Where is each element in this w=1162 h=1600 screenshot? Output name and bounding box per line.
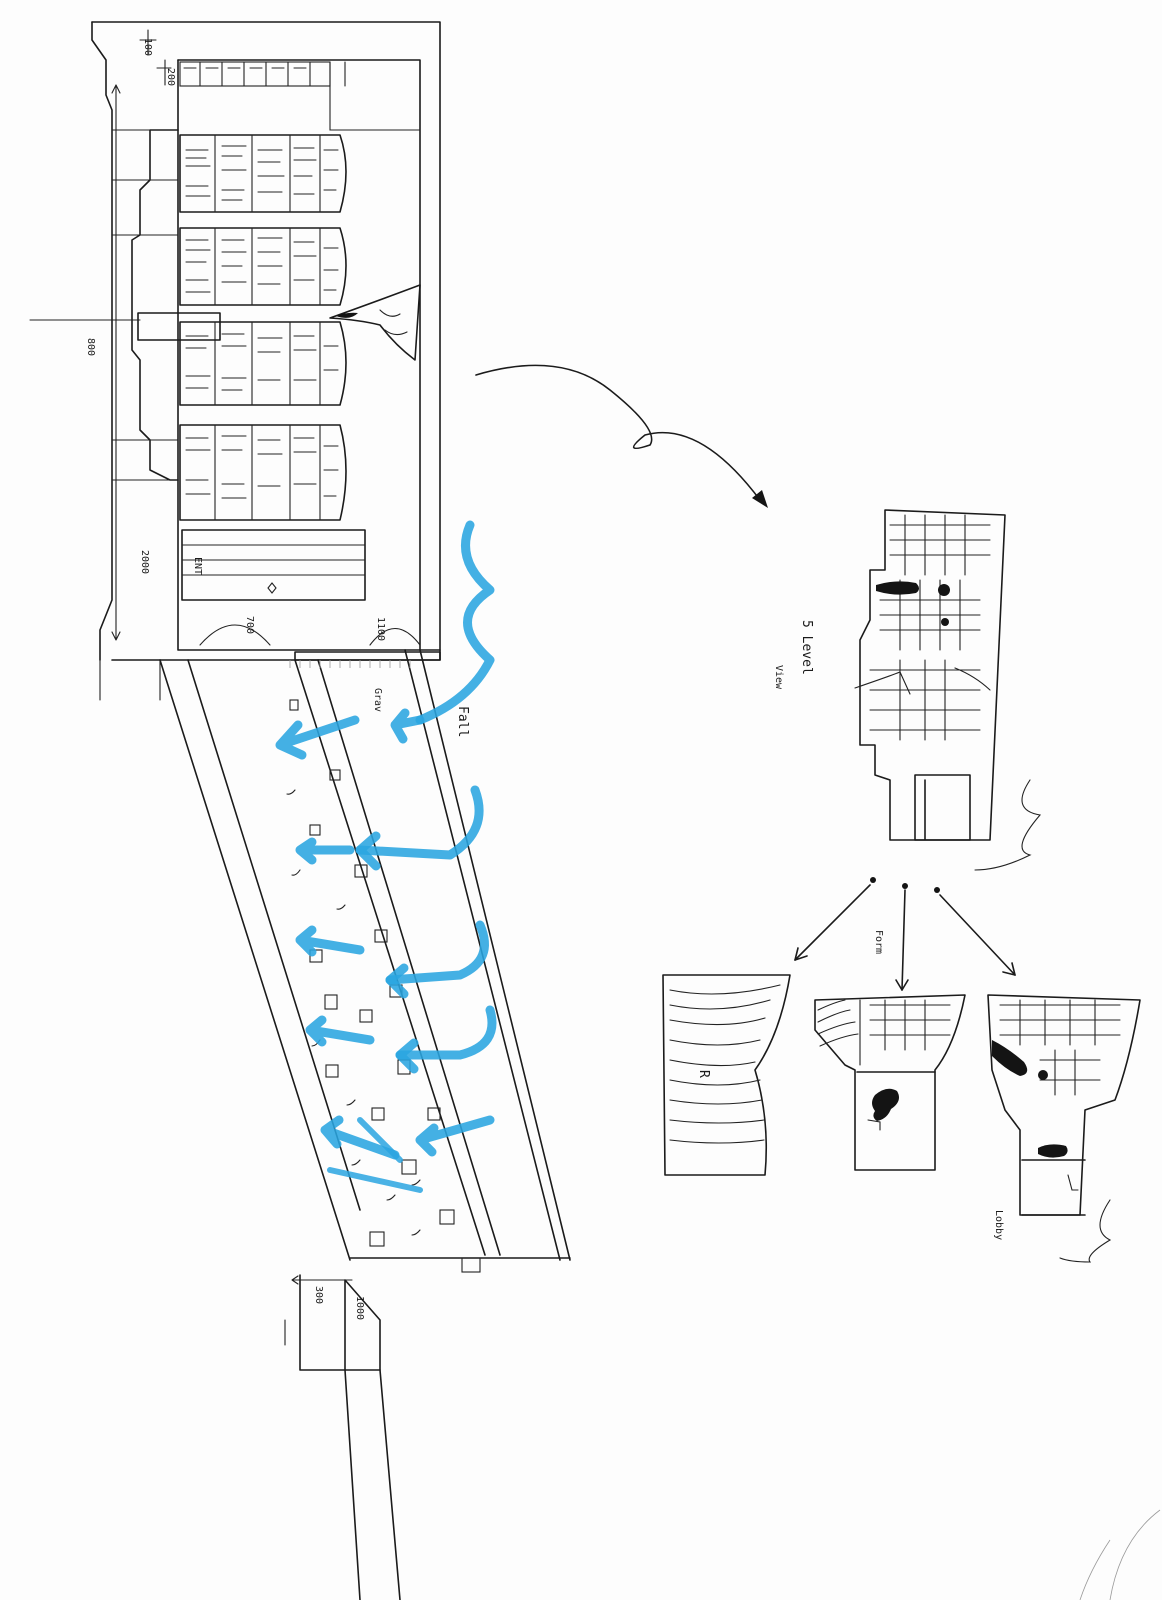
entrance-block — [181, 529, 366, 601]
label-fall: Fall — [455, 706, 470, 737]
branch-arrows — [794, 877, 1016, 991]
label-door-a: 700 — [244, 616, 255, 634]
main-view-sketch — [854, 509, 1042, 871]
annotations: 100 200 800 2000 ENT 700 1100 Grav Fall … — [85, 38, 1004, 1320]
block-1 — [179, 134, 347, 213]
top-units — [179, 61, 331, 87]
label-bottom-note: Lobby — [993, 1210, 1004, 1240]
svg-text:R: R — [696, 1070, 711, 1078]
view-middle — [814, 994, 966, 1171]
transition-arrow — [475, 364, 768, 508]
label-dim-top-small: 200 — [165, 68, 176, 86]
flow-arrows — [275, 520, 497, 1193]
roof-figure — [137, 284, 421, 361]
label-views-title: 5 Level — [799, 620, 814, 675]
view-left: R — [662, 974, 791, 1176]
label-step-b: 1000 — [354, 1296, 365, 1320]
building-elevation — [29, 21, 441, 701]
block-3 — [179, 321, 347, 406]
label-dim-left: 800 — [85, 338, 96, 356]
label-form: Form — [873, 930, 884, 954]
block-2 — [179, 227, 347, 306]
label-ent: ENT — [192, 557, 203, 575]
label-dim-mid: 2000 — [139, 550, 150, 574]
view-right — [987, 994, 1141, 1263]
street-furniture — [289, 699, 481, 1273]
block-4 — [179, 424, 347, 521]
label-views-sub: View — [773, 665, 784, 690]
label-door-b: 1100 — [375, 617, 386, 641]
label-dim-top: 100 — [142, 38, 153, 56]
label-arrow-note: Grav — [372, 688, 383, 712]
label-step-a: 300 — [313, 1286, 324, 1304]
page-corner — [1079, 1509, 1161, 1600]
